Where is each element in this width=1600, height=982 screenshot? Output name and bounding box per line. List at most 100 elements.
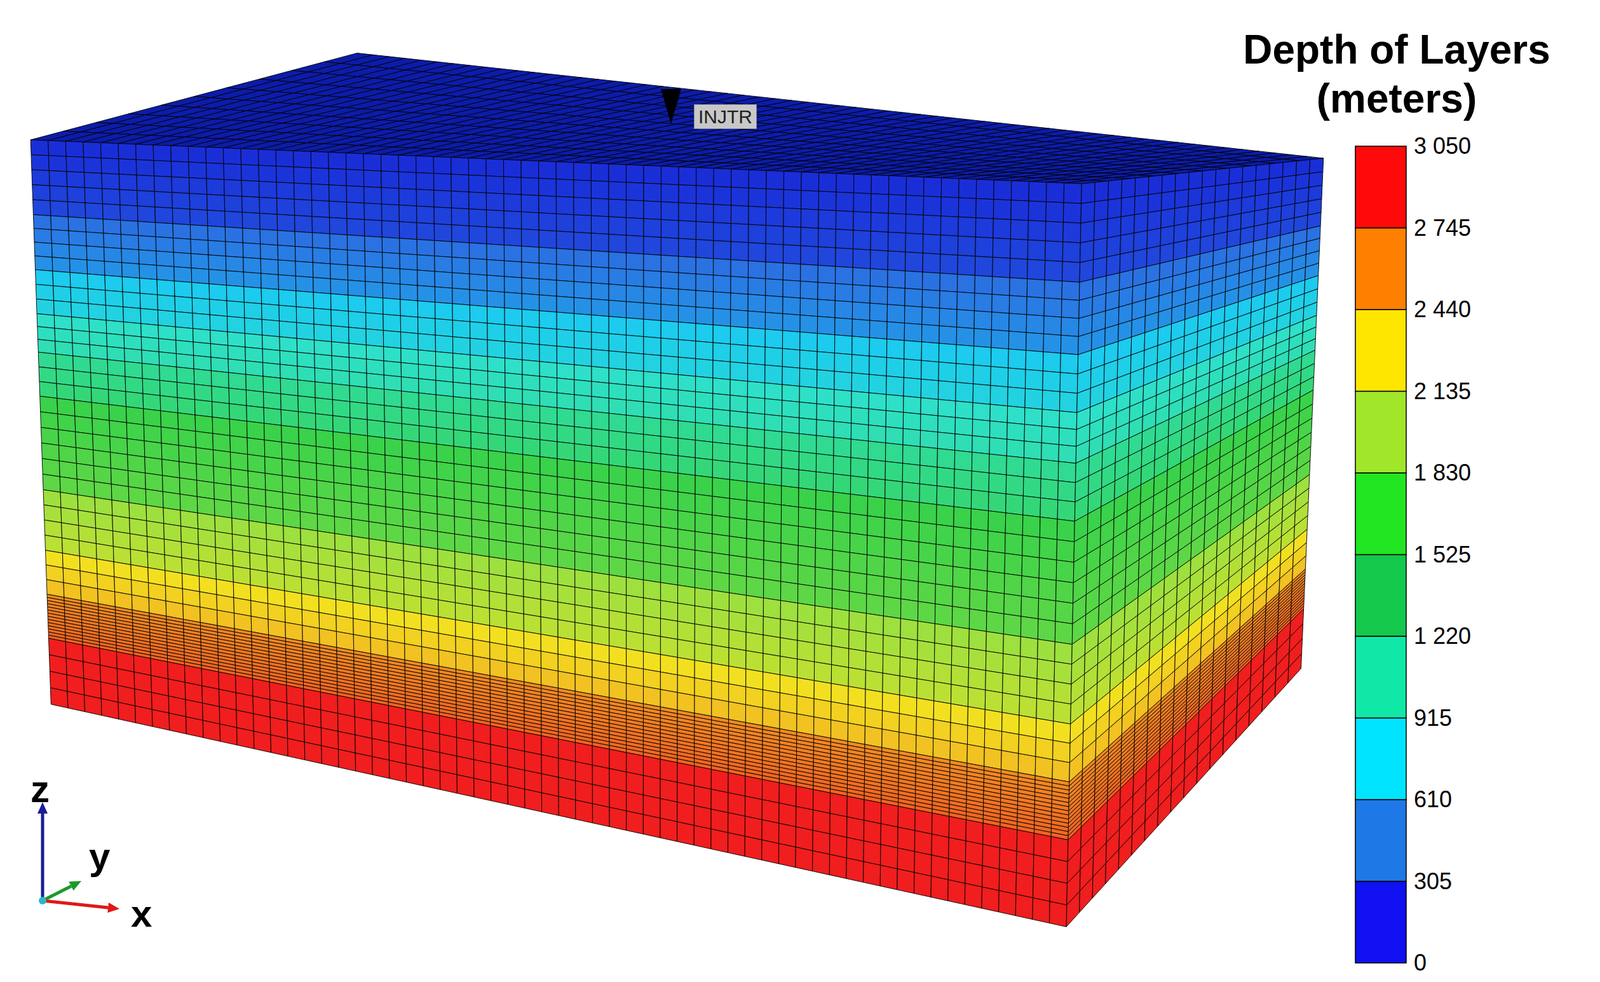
grid-cell: [574, 409, 592, 429]
grid-cell: [296, 291, 314, 309]
grid-cell: [834, 283, 853, 302]
grid-cell: [210, 370, 229, 388]
grid-cell: [850, 513, 868, 536]
grid-cell: [970, 528, 989, 551]
grid-cell: [297, 379, 316, 398]
grid-cell: [712, 442, 730, 462]
grid-cell: [261, 273, 279, 290]
grid-cell: [310, 151, 329, 169]
grid-cell: [972, 419, 990, 438]
grid-cell: [730, 276, 749, 295]
grid-cell: [539, 390, 557, 408]
grid-cell: [747, 327, 766, 347]
grid-cell: [937, 467, 956, 489]
grid-cell: [128, 486, 147, 506]
grid-cell: [643, 468, 661, 490]
grid-cell: [938, 343, 957, 364]
grid-cell: [366, 372, 385, 389]
grid-cell: [433, 173, 452, 192]
grid-cell: [75, 431, 94, 450]
grid-cell: [351, 501, 369, 522]
grid-cell: [433, 189, 452, 208]
grid-cell: [101, 173, 120, 190]
grid-cell: [817, 246, 836, 267]
grid-cell: [540, 474, 558, 495]
grid-cell: [435, 411, 454, 430]
grid-cell: [416, 155, 434, 174]
grid-cell: [277, 230, 296, 247]
grid-cell: [798, 433, 816, 454]
grid-cell: [123, 306, 142, 324]
grid-cell: [311, 200, 330, 218]
grid-cell: [385, 454, 403, 475]
grid-cell: [660, 287, 678, 306]
grid-cell: [974, 310, 992, 330]
grid-cell: [55, 368, 74, 386]
grid-cell: [383, 313, 401, 332]
grid-cell: [127, 454, 146, 473]
grid-cell: [265, 506, 284, 526]
grid-cell: [177, 413, 196, 432]
grid-cell: [677, 339, 696, 359]
grid-cell: [278, 274, 297, 291]
grid-cell: [346, 169, 365, 187]
grid-cell: [58, 429, 77, 448]
grid-cell: [55, 341, 74, 356]
grid-cell: [398, 155, 417, 173]
grid-cell: [127, 438, 145, 457]
grid-cell: [69, 258, 88, 274]
grid-cell: [1026, 278, 1045, 299]
grid-cell: [205, 162, 224, 180]
grid-cell: [748, 169, 767, 189]
grid-cell: [505, 435, 523, 455]
grid-cell: [712, 424, 731, 445]
grid-cell: [901, 559, 919, 582]
grid-cell: [119, 189, 138, 206]
grid-cell: [367, 470, 386, 490]
grid-cell: [278, 259, 297, 276]
grid-cell: [231, 501, 250, 521]
grid-cell: [1063, 202, 1081, 224]
grid-cell: [867, 477, 886, 499]
grid-cell: [643, 524, 661, 546]
grid-cell: [384, 388, 403, 408]
grid-cell: [940, 235, 959, 256]
grid-cell: [329, 184, 347, 203]
grid-cell: [904, 305, 923, 325]
grid-cell: [191, 253, 210, 270]
grid-cell: [468, 191, 487, 210]
grid-cell: [834, 317, 853, 337]
grid-cell: [193, 368, 212, 386]
grid-cell: [104, 261, 123, 277]
grid-cell: [729, 536, 747, 558]
grid-cell: [765, 261, 784, 280]
grid-cell: [316, 463, 335, 483]
grid-cell: [194, 383, 213, 401]
grid-cell: [937, 399, 956, 417]
grid-cell: [332, 415, 351, 434]
grid-cell: [677, 405, 696, 423]
grid-cell: [313, 277, 332, 294]
grid-cell: [678, 305, 696, 324]
grid-cell: [781, 467, 799, 489]
grid-cell: [919, 502, 938, 525]
grid-cell: [833, 473, 851, 494]
grid-cell: [141, 336, 159, 353]
grid-cell: [764, 483, 782, 505]
grid-cell: [902, 444, 921, 466]
grid-cell: [887, 250, 906, 271]
grid-cell: [193, 341, 211, 358]
grid-cell: [1026, 314, 1045, 334]
grid-cell: [991, 294, 1010, 314]
grid-cell: [366, 312, 384, 331]
grid-cell: [660, 508, 678, 530]
grid-cell: [935, 524, 954, 547]
grid-cell: [974, 256, 993, 277]
grid-cell: [937, 415, 956, 434]
grid-cell: [381, 220, 400, 239]
grid-cell: [591, 332, 609, 351]
grid-cell: [1042, 352, 1061, 373]
grid-cell: [57, 398, 75, 417]
grid-cell: [1010, 200, 1029, 221]
grid-cell: [157, 294, 176, 312]
